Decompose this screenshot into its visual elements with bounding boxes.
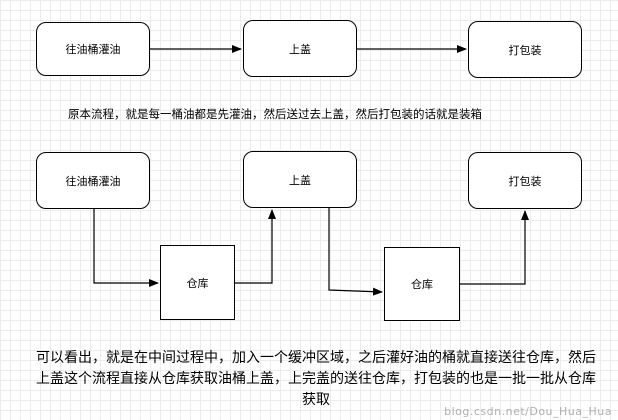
bottom-node-fill-oil: 往油桶灌油 xyxy=(36,152,150,209)
warehouse-box-1-label: 仓库 xyxy=(186,276,209,290)
bottom-node-cap: 上盖 xyxy=(243,151,357,208)
warehouse-box-1: 仓库 xyxy=(160,245,235,320)
arrow-fill-to-warehouse1 xyxy=(93,209,159,287)
watermark: blog.csdn.net/Dou_Hua_Hua xyxy=(444,405,612,418)
original-flow-caption: 原本流程，就是每一桶油都是先灌油，然后送过去上盖，然后打包装的话就是装箱 xyxy=(68,107,482,121)
bottom-node-cap-label: 上盖 xyxy=(289,173,311,187)
explanation-text: 可以看出，就是在中间过程中，加入一个缓冲区域，之后灌好油的桶就直接送往仓库，然后… xyxy=(36,350,596,408)
warehouse-box-2: 仓库 xyxy=(384,247,460,321)
top-node-package: 打包装 xyxy=(468,21,582,78)
top-node-cap-label: 上盖 xyxy=(289,42,311,56)
bottom-node-package-label: 打包装 xyxy=(508,174,542,188)
top-node-fill-oil: 往油桶灌油 xyxy=(36,22,150,76)
top-node-package-label: 打包装 xyxy=(508,43,542,57)
arrow-warehouse2-to-package xyxy=(460,210,529,285)
arrow-warehouse1-to-cap xyxy=(235,209,276,284)
warehouse-box-2-label: 仓库 xyxy=(411,278,433,291)
top-node-cap: 上盖 xyxy=(243,20,357,77)
top-node-fill-oil-label: 往油桶灌油 xyxy=(65,43,121,56)
bottom-node-fill-oil-label: 往油桶灌油 xyxy=(65,174,121,188)
bottom-node-package: 打包装 xyxy=(468,152,582,209)
arrow-cap-to-warehouse2 xyxy=(328,208,383,296)
